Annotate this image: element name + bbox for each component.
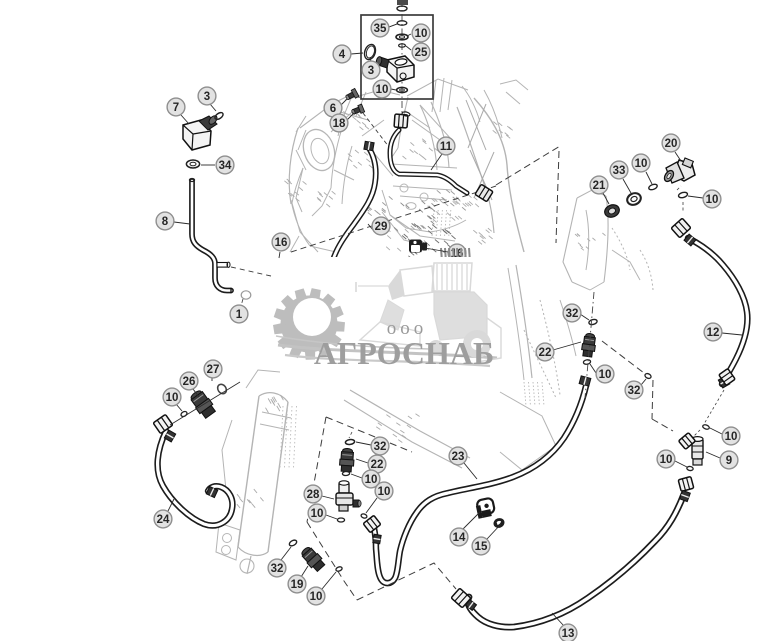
svg-text:10: 10 [660, 454, 673, 466]
svg-text:9: 9 [726, 455, 732, 467]
svg-text:10: 10 [376, 84, 389, 96]
svg-text:26: 26 [183, 376, 196, 388]
svg-text:32: 32 [271, 563, 284, 575]
svg-text:33: 33 [613, 165, 626, 177]
svg-text:АГРОСНАБ: АГРОСНАБ [314, 335, 494, 371]
svg-text:10: 10 [725, 431, 738, 443]
svg-text:10: 10 [311, 508, 324, 520]
svg-text:10: 10 [599, 369, 612, 381]
svg-text:3: 3 [368, 65, 374, 77]
svg-text:16: 16 [275, 237, 288, 249]
svg-text:32: 32 [628, 385, 641, 397]
svg-text:7: 7 [173, 102, 179, 114]
svg-text:21: 21 [593, 180, 606, 192]
svg-text:10: 10 [415, 28, 428, 40]
svg-text:10: 10 [310, 591, 323, 603]
svg-text:1: 1 [236, 309, 243, 321]
svg-text:ооо: ооо [387, 318, 428, 339]
svg-text:24: 24 [157, 514, 170, 526]
svg-text:13: 13 [562, 628, 575, 640]
svg-text:14: 14 [453, 532, 466, 544]
svg-text:10: 10 [706, 194, 719, 206]
svg-text:32: 32 [566, 308, 579, 320]
svg-text:23: 23 [452, 451, 465, 463]
svg-text:18: 18 [333, 118, 346, 130]
svg-text:19: 19 [291, 579, 304, 591]
svg-text:11: 11 [440, 141, 453, 153]
svg-text:28: 28 [307, 489, 320, 501]
svg-text:32: 32 [374, 441, 387, 453]
svg-text:20: 20 [665, 138, 678, 150]
svg-text:22: 22 [371, 459, 384, 471]
svg-text:15: 15 [475, 541, 488, 553]
svg-text:8: 8 [162, 216, 169, 228]
svg-text:12: 12 [707, 327, 720, 339]
svg-text:6: 6 [330, 103, 336, 115]
svg-text:22: 22 [539, 347, 552, 359]
svg-text:10: 10 [365, 474, 378, 486]
svg-text:4: 4 [339, 49, 346, 61]
svg-text:29: 29 [375, 221, 388, 233]
svg-text:10: 10 [378, 486, 391, 498]
svg-text:3: 3 [204, 91, 210, 103]
svg-text:10: 10 [635, 158, 648, 170]
svg-text:10: 10 [166, 392, 179, 404]
svg-text:25: 25 [415, 47, 428, 59]
svg-text:34: 34 [219, 160, 232, 172]
svg-text:27: 27 [207, 364, 220, 376]
svg-text:35: 35 [374, 23, 387, 35]
